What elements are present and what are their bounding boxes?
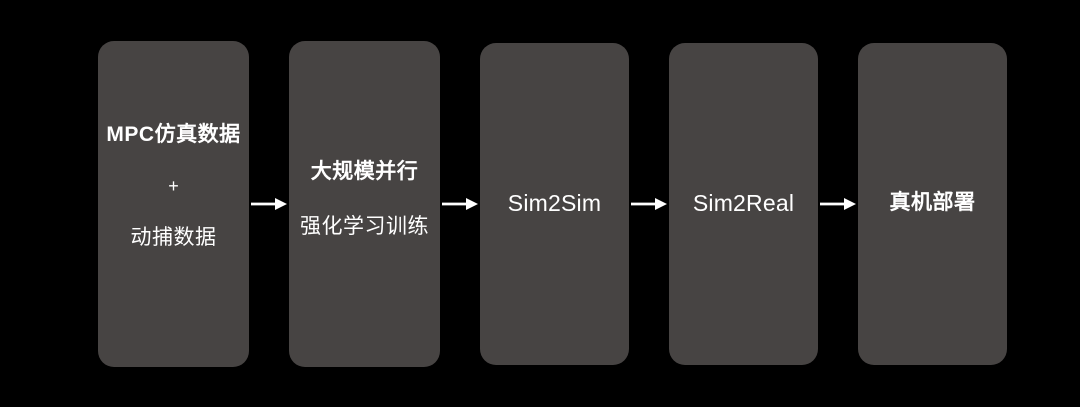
flow-arrow-3-right-arrow-icon bbox=[629, 192, 669, 216]
flow-arrow-4-right-arrow-icon bbox=[818, 192, 858, 216]
flow-arrow-2-right-arrow-icon bbox=[440, 192, 480, 216]
flow-node-parallel-rl-training[interactable]: 大规模并行 强化学习训练 bbox=[289, 40, 440, 367]
node-4-label: Sim2Real bbox=[692, 190, 795, 217]
flow-arrow-1-right-arrow-icon bbox=[249, 192, 289, 216]
node-3-label: Sim2Sim bbox=[507, 190, 602, 217]
node-2-text-stack: 大规模并行 强化学习训练 bbox=[300, 159, 429, 241]
node-2-line-2: 强化学习训练 bbox=[300, 215, 429, 238]
flow-node-sim2sim[interactable]: Sim2Sim bbox=[480, 42, 629, 365]
node-1-text-stack: MPC仿真数据 + 动捕数据 bbox=[106, 122, 240, 251]
node-2-line-1: 大规模并行 bbox=[310, 159, 419, 183]
node-1-line-1: MPC仿真数据 bbox=[106, 123, 241, 146]
flow-node-real-robot-deployment[interactable]: 真机部署 bbox=[858, 42, 1007, 365]
flow-node-sim2real[interactable]: Sim2Real bbox=[669, 42, 818, 365]
flow-node-mpc-data[interactable]: MPC仿真数据 + 动捕数据 bbox=[98, 40, 249, 367]
node-5-label: 真机部署 bbox=[889, 191, 976, 215]
node-1-line-3: 动捕数据 bbox=[130, 225, 217, 249]
node-1-line-2-plus: + bbox=[168, 176, 179, 197]
